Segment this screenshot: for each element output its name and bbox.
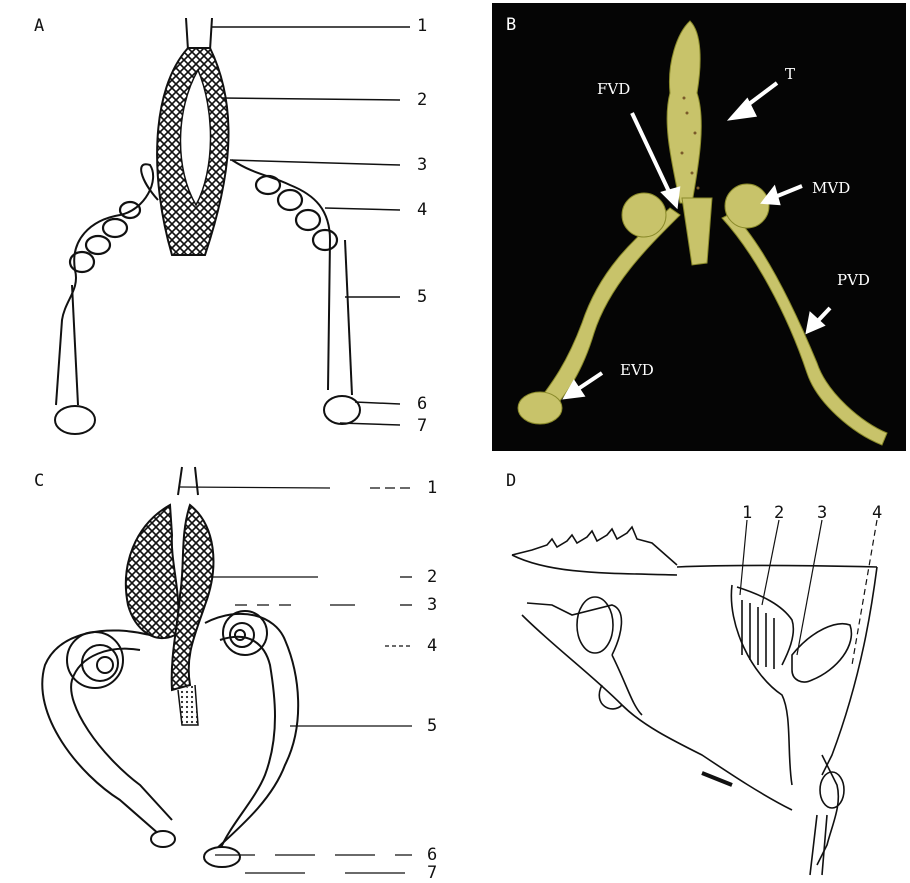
- panel-b-specimen-photo: [492, 3, 906, 451]
- panel-c-callout-5: 5: [427, 716, 437, 736]
- panel-a-callout-1: 1: [417, 16, 427, 36]
- panel-a-callout-2: 2: [417, 90, 427, 110]
- panel-c-callout-2: 2: [427, 567, 437, 587]
- panel-d-callout-3: 3: [817, 503, 827, 523]
- panel-a-drawing: [0, 0, 490, 450]
- panel-c-callout-7: 7: [427, 863, 437, 883]
- panel-c-callout-1: 1: [427, 478, 437, 498]
- panel-c-callout-6: 6: [427, 845, 437, 865]
- panel-c-callout-4: 4: [427, 636, 437, 656]
- panel-d: D 1: [492, 455, 910, 881]
- panel-a-callout-3: 3: [417, 155, 427, 175]
- panel-a-callout-4: 4: [417, 200, 427, 220]
- panel-b-label: B: [506, 15, 516, 35]
- panel-d-callout-1: 1: [742, 503, 752, 523]
- panel-c-drawing: [0, 455, 490, 881]
- panel-d-drawing: [492, 455, 910, 881]
- panel-b-label-fvd: FVD: [597, 80, 630, 98]
- panel-b-label-pvd: PVD: [837, 271, 870, 289]
- panel-a-callout-6: 6: [417, 394, 427, 414]
- panel-b-label-t: T: [785, 65, 795, 83]
- panel-a-callout-5: 5: [417, 287, 427, 307]
- panel-c-callout-3: 3: [427, 595, 437, 615]
- panel-d-callout-2: 2: [774, 503, 784, 523]
- panel-b: B T FVD MVD PVD EVD: [492, 3, 906, 451]
- panel-d-callout-4: 4: [872, 503, 882, 523]
- panel-b-label-mvd: MVD: [812, 179, 850, 197]
- panel-a-callout-7: 7: [417, 416, 427, 436]
- panel-b-label-evd: EVD: [620, 361, 654, 379]
- panel-c: C: [0, 455, 490, 881]
- panel-a: A: [0, 0, 490, 450]
